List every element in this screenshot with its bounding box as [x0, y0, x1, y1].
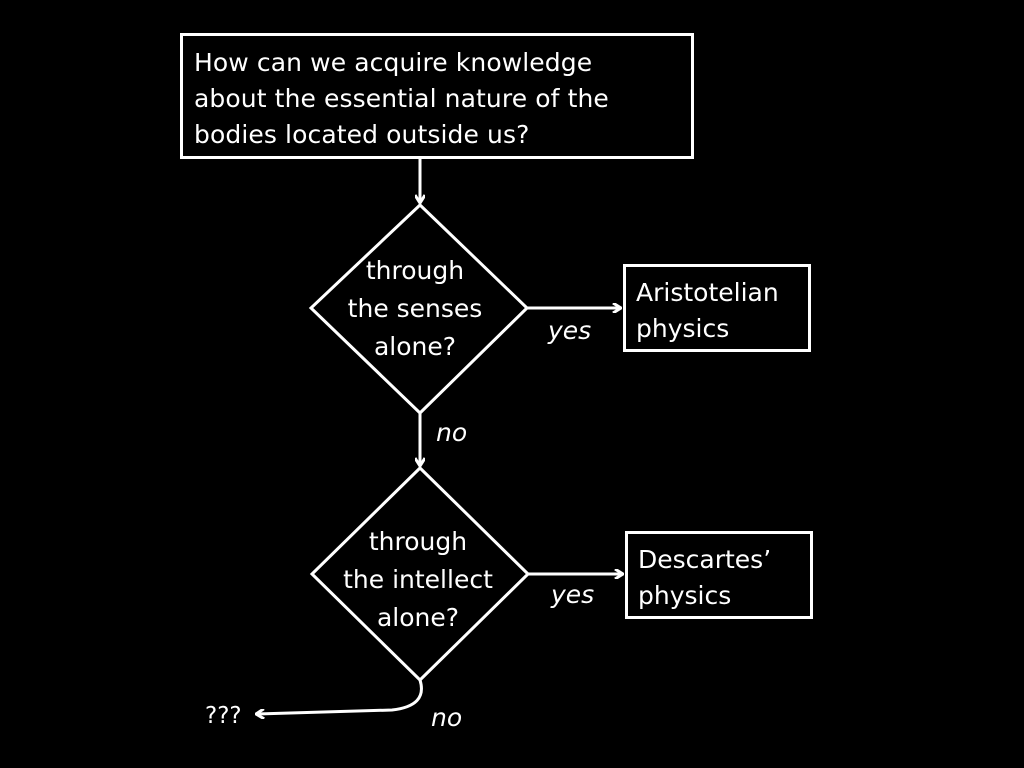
decision-senses-text: through the senses alone?	[315, 252, 515, 366]
question-box: How can we acquire knowledge about the e…	[180, 33, 694, 159]
question-line: bodies located outside us?	[194, 120, 530, 149]
outcome-aristotelian-physics: Aristotelian physics	[623, 264, 811, 352]
decision-line: alone?	[373, 332, 457, 361]
question-line: about the essential nature of the	[194, 84, 609, 113]
edge-label-yes-senses: yes	[548, 316, 592, 345]
outcome-line: physics	[638, 581, 732, 610]
outcome-line: Aristotelian	[636, 278, 779, 307]
outcome-line: physics	[636, 314, 730, 343]
arrow-intellect-no	[257, 679, 423, 714]
decision-intellect-text: through the intellect alone?	[318, 523, 518, 637]
decision-line: the senses	[347, 294, 483, 323]
unknown-outcome-label: ???	[205, 703, 242, 729]
decision-line: alone?	[376, 603, 460, 632]
decision-line: through	[368, 527, 468, 556]
edge-label-yes-intellect: yes	[551, 580, 595, 609]
question-line: How can we acquire knowledge	[194, 48, 593, 77]
outcome-descartes-physics: Descartes’ physics	[625, 531, 813, 619]
outcome-line: Descartes’	[638, 545, 772, 574]
decision-line: through	[365, 256, 465, 285]
edge-label-no-senses: no	[436, 418, 468, 447]
edge-label-no-intellect: no	[431, 703, 463, 732]
decision-line: the intellect	[343, 565, 493, 594]
